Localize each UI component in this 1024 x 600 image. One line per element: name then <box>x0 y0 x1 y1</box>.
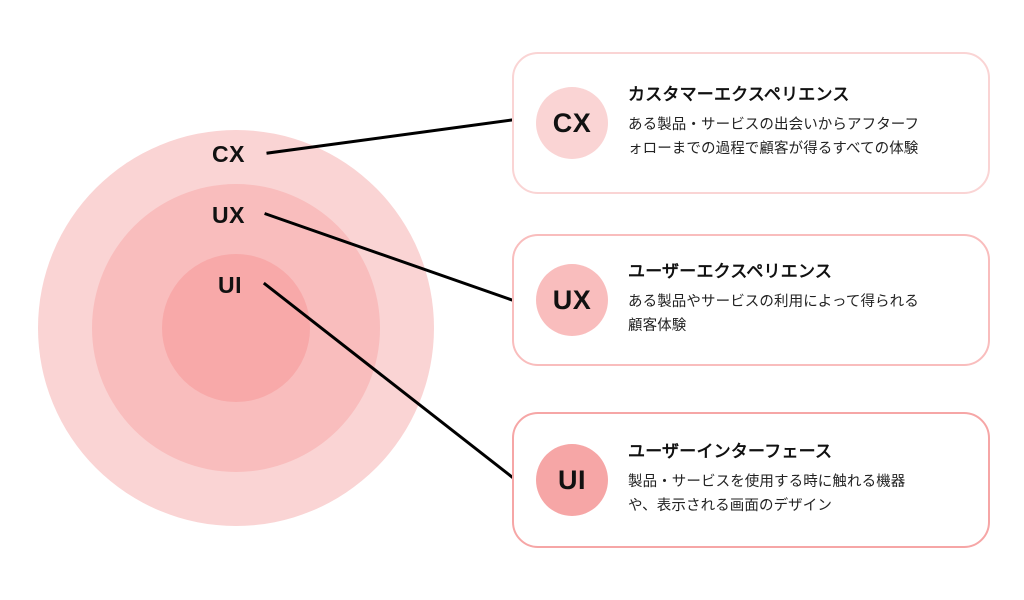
card-ux-title: ユーザーエクスペリエンス <box>628 261 833 281</box>
circle-label-ui: UI <box>218 272 242 298</box>
card-ux-description-line-1: ある製品やサービスの利用によって得られる <box>628 294 919 311</box>
card-ui-description-line-1: 製品・サービスを使用する時に触れる機器 <box>628 474 906 491</box>
card-cx-description-line-1: ある製品・サービスの出会いからアフターフ <box>628 117 920 134</box>
card-ui-title: ユーザーインターフェース <box>628 441 833 461</box>
badge-ui: UI <box>536 444 608 516</box>
badge-cx: CX <box>536 87 608 159</box>
circle-label-ux: UX <box>212 202 245 228</box>
card-ux-description-line-2: 顧客体験 <box>628 317 687 334</box>
card-cx-description: ある製品・サービスの出会いからアフターフ ォローまでの過程で顧客が得るすべての体… <box>628 114 919 161</box>
card-ux: UX ユーザーエクスペリエンス ある製品やサービスの利用によって得られる 顧客体… <box>512 234 990 366</box>
card-ux-text: ユーザーエクスペリエンス ある製品やサービスの利用によって得られる 顧客体験 <box>628 262 919 338</box>
card-cx: CX カスタマーエクスペリエンス ある製品・サービスの出会いからアフターフ ォロ… <box>512 52 990 194</box>
card-ui-description-line-2: や、表示される画面のデザイン <box>628 497 832 514</box>
card-ui-text: ユーザーインターフェース 製品・サービスを使用する時に触れる機器 や、表示される… <box>628 442 905 518</box>
card-cx-title: カスタマーエクスペリエンス <box>628 84 850 104</box>
card-cx-text: カスタマーエクスペリエンス ある製品・サービスの出会いからアフターフ ォローまで… <box>628 85 919 161</box>
card-ux-description: ある製品やサービスの利用によって得られる 顧客体験 <box>628 291 919 338</box>
card-ui: UI ユーザーインターフェース 製品・サービスを使用する時に触れる機器 や、表示… <box>512 412 990 548</box>
circle-label-cx: CX <box>212 141 245 167</box>
card-ui-description: 製品・サービスを使用する時に触れる機器 や、表示される画面のデザイン <box>628 471 905 518</box>
badge-ux: UX <box>536 264 608 336</box>
card-cx-description-line-2: ォローまでの過程で顧客が得るすべての体験 <box>628 140 919 157</box>
concentric-circles-graphic: CX UX UI <box>0 0 480 600</box>
